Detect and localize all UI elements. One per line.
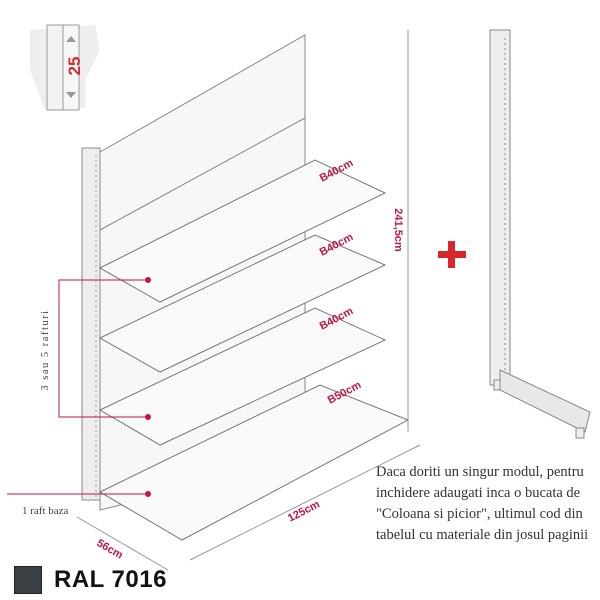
shelf-3: [98, 307, 387, 446]
base-shelf-label: 1 raft baza: [22, 505, 69, 517]
upright-column: [81, 147, 101, 501]
column-and-foot: [489, 29, 591, 439]
color-indicator: RAL 7016: [14, 566, 167, 594]
color-swatch: [14, 566, 42, 594]
width-label: 125cm: [286, 498, 322, 524]
shelf-count-bracket: [7, 277, 151, 497]
hole-pitch-badge: 25: [30, 24, 100, 111]
info-note: Daca doriti un singur modul, pentru inch…: [376, 464, 589, 543]
color-label: RAL 7016: [54, 566, 167, 593]
depth-dimension-line: [76, 516, 169, 571]
badge-number: 25: [65, 57, 84, 76]
shelf-1: [98, 159, 387, 303]
height-label: 241,5cm: [392, 208, 404, 252]
depth-label: 56cm: [95, 537, 126, 562]
shelf-count-label: 3 sau 5 rafturi: [40, 309, 51, 390]
plus-icon: [438, 241, 466, 268]
shelf-2: [98, 234, 387, 373]
width-dimension-line: [189, 444, 421, 561]
